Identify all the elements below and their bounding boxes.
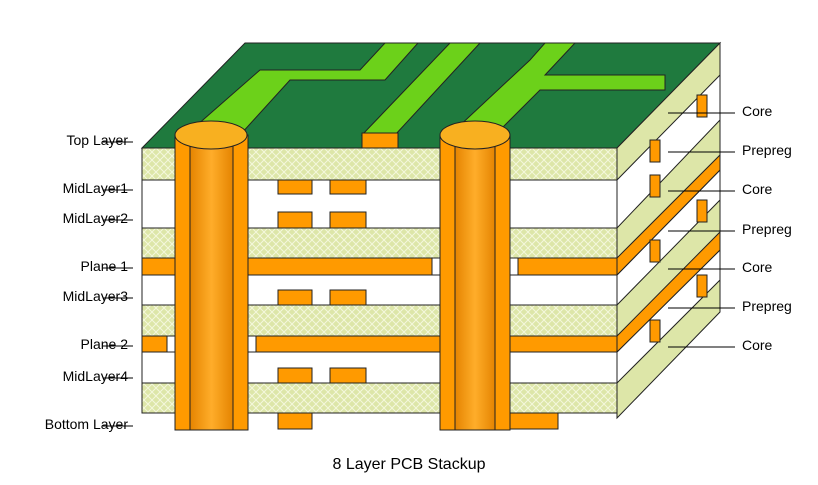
top-trace-1 (178, 42, 420, 141)
label-midlayer1: MidLayer1 (62, 180, 128, 196)
label-midlayer2: MidLayer2 (62, 210, 128, 226)
top-trace-3 (453, 42, 666, 131)
label-top-layer: Top Layer (66, 132, 128, 148)
label-core-1: Core (742, 103, 773, 119)
label-plane2: Plane 2 (80, 336, 128, 352)
label-arrows (103, 112, 735, 427)
plane2 (141, 335, 168, 353)
label-core-3: Core (742, 259, 773, 275)
label-prepreg-2: Prepreg (742, 221, 792, 237)
label-prepreg-3: Prepreg (742, 298, 792, 314)
label-prepreg-1: Prepreg (742, 142, 792, 158)
label-plane1: Plane 1 (80, 258, 128, 274)
caption: 8 Layer PCB Stackup (332, 456, 486, 473)
label-midlayer4: MidLayer4 (62, 368, 128, 384)
label-core-2: Core (742, 181, 773, 197)
label-core-4: Core (742, 337, 773, 353)
label-midlayer3: MidLayer3 (62, 288, 128, 304)
label-bottom-layer: Bottom Layer (44, 416, 128, 432)
